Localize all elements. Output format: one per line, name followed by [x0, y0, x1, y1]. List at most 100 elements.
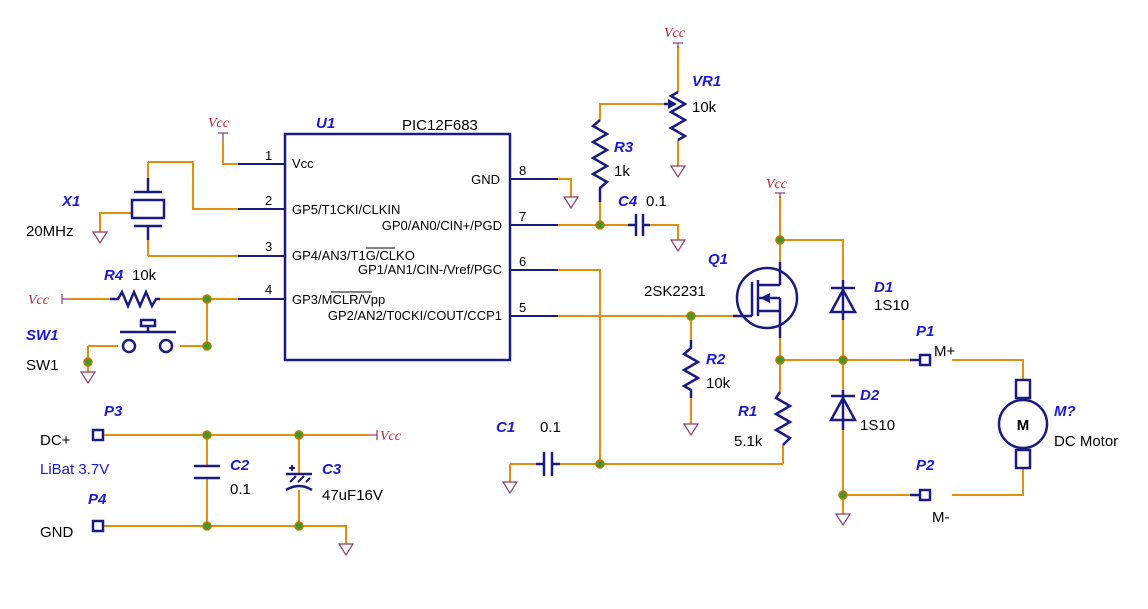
vcc-symbol-vr1: Vcc: [664, 26, 686, 48]
r3-resistor[interactable]: R3 1k: [590, 119, 634, 202]
u1-pin2-name: GP5/T1CKI/CLKIN: [292, 202, 400, 217]
c4-capacitor[interactable]: C4 0.1: [618, 193, 667, 236]
u1-pin7-name: GP0/AN0/CIN+/PGD: [382, 218, 502, 233]
svg-text:Vcc: Vcc: [766, 177, 788, 192]
junction-dots: [83, 220, 848, 531]
d2-ref: D2: [860, 387, 880, 404]
p2-connector[interactable]: P2 M-: [910, 457, 950, 526]
c3-capacitor[interactable]: C3 47uF16V: [285, 461, 383, 504]
ground-symbol-x1: [91, 231, 109, 245]
r1-resistor[interactable]: R1 5.1k: [734, 391, 793, 450]
ground-symbol-d2: [834, 513, 852, 527]
c2-ref: C2: [230, 457, 250, 474]
ground-symbol-rail: [337, 543, 355, 557]
d2-diode[interactable]: D2 1S10: [828, 387, 895, 434]
q1-ref: Q1: [708, 251, 728, 268]
u1-microcontroller[interactable]: U1 PIC12F683 1 Vcc 2 GP5/T1CKI/CLKIN 3 G…: [238, 115, 558, 362]
p4-value: GND: [40, 524, 74, 541]
ground-symbol-r2: [682, 423, 700, 437]
c3-ref: C3: [322, 461, 342, 478]
u1-pin8-num: 8: [519, 163, 526, 178]
c3-value: 47uF16V: [322, 487, 383, 504]
motor-ref: M?: [1054, 403, 1076, 420]
c1-capacitor[interactable]: C1 0.1: [496, 419, 561, 476]
vcc-symbol-q1: Vcc: [766, 177, 788, 198]
ground-symbol-c4: [669, 239, 687, 253]
sw1-value: SW1: [26, 357, 59, 374]
motor-value: DC Motor: [1054, 433, 1118, 450]
c1-value: 0.1: [540, 419, 561, 436]
u1-pin4-name: GP3/MCLR/Vpp: [292, 292, 385, 307]
vr1-ref: VR1: [692, 73, 721, 90]
battery-note: LiBat 3.7V: [40, 461, 109, 478]
r2-resistor[interactable]: R2 10k: [681, 340, 731, 398]
r4-ref: R4: [104, 267, 124, 284]
p3-value: DC+: [40, 432, 71, 449]
sw1-ref: SW1: [26, 327, 59, 344]
sw1-pushbutton[interactable]: SW1 SW1: [26, 318, 176, 374]
u1-pin1-num: 1: [265, 148, 272, 163]
r3-value: 1k: [614, 163, 630, 180]
r2-value: 10k: [706, 375, 731, 392]
p1-connector[interactable]: P1 M+: [910, 323, 955, 367]
u1-pin7-num: 7: [519, 209, 526, 224]
d1-ref: D1: [874, 279, 893, 296]
u1-part: PIC12F683: [402, 117, 478, 134]
u1-pin5-name: GP2/AN2/T0CKI/COUT/CCP1: [328, 308, 502, 323]
svg-text:Vcc: Vcc: [380, 429, 402, 444]
d1-diode[interactable]: D1 1S10: [828, 279, 909, 320]
r1-value: 5.1k: [734, 433, 763, 450]
ground-symbol-pin8: [562, 196, 580, 210]
motor-symbol: M: [1017, 417, 1030, 434]
vr1-value: 10k: [692, 99, 717, 116]
c2-capacitor[interactable]: C2 0.1: [194, 457, 251, 498]
d2-value: 1S10: [860, 417, 895, 434]
u1-pin6-num: 6: [519, 254, 526, 269]
p3-ref: P3: [104, 403, 123, 420]
p4-connector[interactable]: P4 GND: [40, 491, 107, 541]
vr1-potentiometer[interactable]: VR1 10k: [664, 73, 721, 142]
r1-ref: R1: [738, 403, 757, 420]
ground-symbol-c1: [501, 481, 519, 495]
u1-pin6-name: GP1/AN1/CIN-/Vref/PGC: [358, 262, 502, 277]
u1-pin2-num: 2: [265, 193, 272, 208]
svg-text:Vcc: Vcc: [664, 26, 686, 41]
ground-symbols: [79, 165, 852, 557]
motor[interactable]: M M? DC Motor: [997, 378, 1118, 470]
x1-value: 20MHz: [26, 223, 74, 240]
vcc-symbol-rail: Vcc: [370, 429, 402, 444]
c1-ref: C1: [496, 419, 515, 436]
u1-pin5-num: 5: [519, 300, 526, 315]
d1-value: 1S10: [874, 297, 909, 314]
u1-pin8-name: GND: [471, 172, 500, 187]
x1-ref: X1: [61, 193, 80, 210]
c4-ref: C4: [618, 193, 638, 210]
vcc-symbol-u1: Vcc: [208, 116, 230, 142]
vcc-symbols: Vcc Vcc Vcc Vcc Vcc: [28, 26, 788, 444]
ground-symbol-vr1: [669, 165, 687, 179]
vcc-symbol-r4: Vcc: [28, 293, 70, 308]
x1-crystal[interactable]: X1 20MHz: [26, 178, 166, 240]
p1-value: M+: [934, 343, 955, 360]
p2-value: M-: [932, 509, 950, 526]
p3-connector[interactable]: P3 DC+: [40, 403, 123, 449]
u1-pin4-num: 4: [265, 282, 272, 297]
wires: [70, 46, 1024, 544]
q1-value: 2SK2231: [644, 283, 706, 300]
ground-symbol-sw1: [79, 371, 97, 385]
r2-ref: R2: [706, 351, 726, 368]
u1-pin3-num: 3: [265, 239, 272, 254]
q1-mosfet[interactable]: Q1 2SK2231: [644, 251, 799, 338]
svg-text:Vcc: Vcc: [208, 116, 230, 131]
svg-text:Vcc: Vcc: [28, 293, 50, 308]
u1-pin1-name: Vcc: [292, 156, 314, 171]
r3-ref: R3: [614, 139, 634, 156]
p4-ref: P4: [88, 491, 107, 508]
r4-value: 10k: [132, 267, 157, 284]
c2-value: 0.1: [230, 481, 251, 498]
r4-resistor[interactable]: R4 10k: [104, 267, 160, 310]
p2-ref: P2: [916, 457, 935, 474]
u1-pin3-name: GP4/AN3/T1G/CLKO: [292, 248, 415, 263]
